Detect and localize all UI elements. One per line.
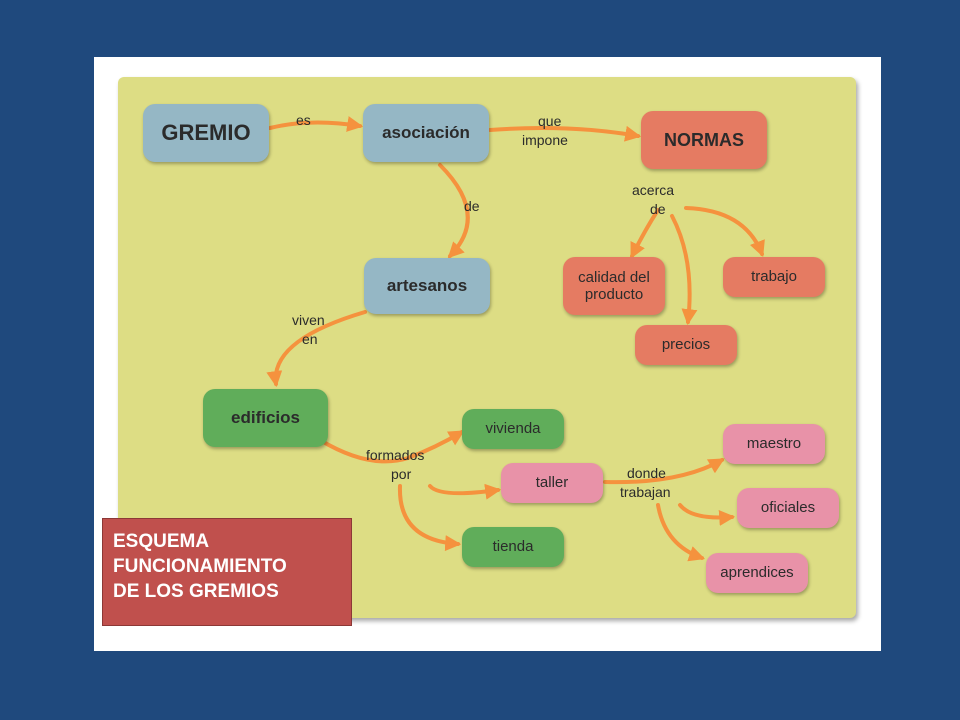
- link-label-donde: donde: [627, 465, 666, 481]
- title-line-1: ESQUEMA: [113, 531, 210, 552]
- node-oficiales[interactable]: oficiales: [737, 488, 839, 528]
- link-label-de: de: [464, 198, 480, 214]
- node-taller[interactable]: taller: [501, 463, 603, 503]
- link-label-formados: formados: [366, 447, 425, 463]
- node-normas[interactable]: NORMAS: [641, 111, 767, 169]
- title-line-3: DE LOS GREMIOS: [113, 581, 279, 603]
- title-line-2: FUNCIONAMIENTO: [113, 556, 287, 578]
- node-edificios[interactable]: edificios: [203, 389, 328, 447]
- link-label-impone: impone: [522, 132, 568, 148]
- link-label-acerca-de: de: [650, 201, 666, 217]
- node-tienda[interactable]: tienda: [462, 527, 564, 567]
- link-label-que: que: [538, 113, 562, 129]
- link-label-viven: viven: [292, 312, 325, 328]
- node-asociacion[interactable]: asociación: [363, 104, 489, 162]
- node-maestro[interactable]: maestro: [723, 424, 825, 464]
- node-trabajo[interactable]: trabajo: [723, 257, 825, 297]
- node-calidad-producto[interactable]: calidad del producto: [563, 257, 665, 315]
- link-label-trabajan: trabajan: [620, 484, 671, 500]
- node-gremio[interactable]: GREMIO: [143, 104, 269, 162]
- link-label-acerca: acerca: [632, 182, 675, 198]
- link-label-en: en: [302, 331, 318, 347]
- link-label-es: es: [296, 112, 311, 128]
- node-artesanos[interactable]: artesanos: [364, 258, 490, 314]
- slide-title: ESQUEMA FUNCIONAMIENTO DE LOS GREMIOS: [102, 518, 352, 626]
- link-label-por: por: [391, 466, 412, 482]
- node-precios[interactable]: precios: [635, 325, 737, 365]
- node-aprendices[interactable]: aprendices: [706, 553, 808, 593]
- node-vivienda[interactable]: vivienda: [462, 409, 564, 449]
